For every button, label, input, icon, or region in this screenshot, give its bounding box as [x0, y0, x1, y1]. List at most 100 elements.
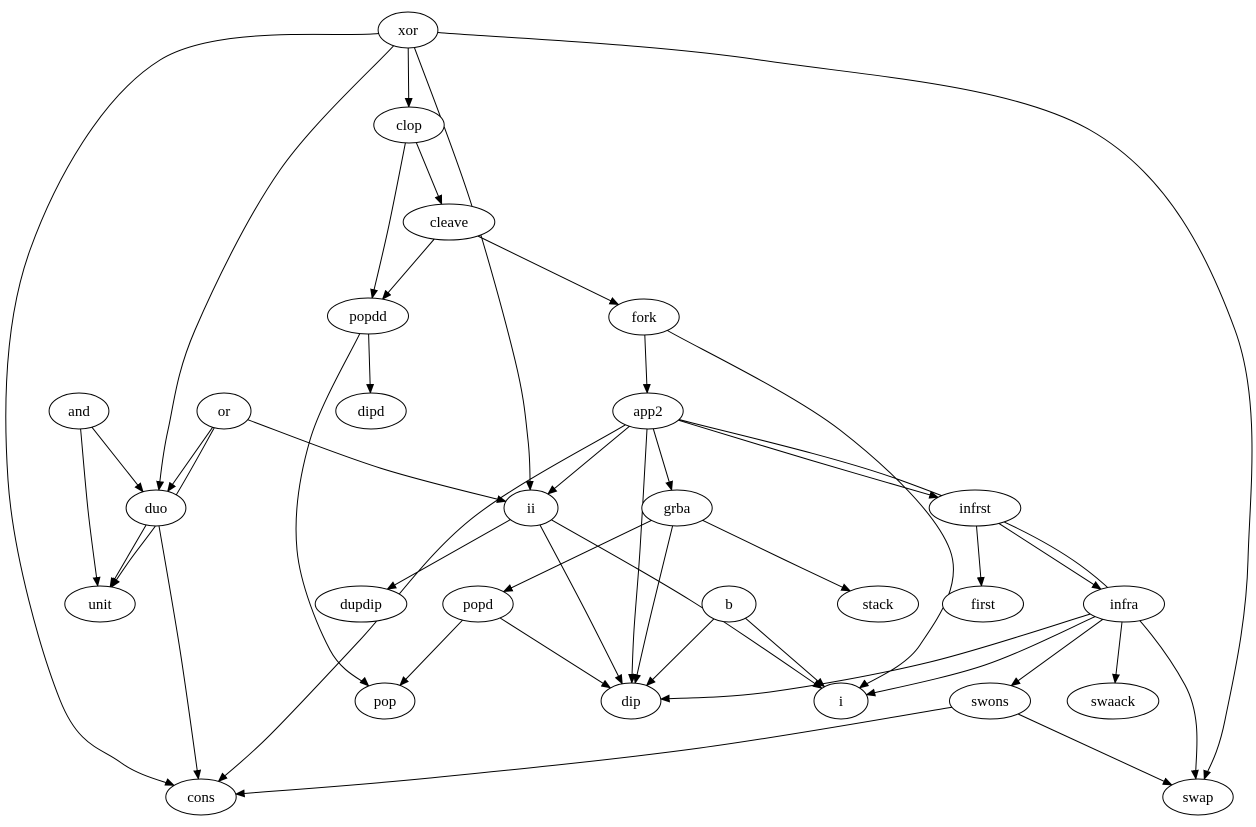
edge-cleave-fork — [477, 235, 620, 306]
node-label-infrst: infrst — [959, 501, 991, 517]
node-first: first — [942, 585, 1024, 623]
edge-ii-i — [551, 519, 823, 689]
node-and: and — [48, 392, 110, 430]
node-label-swons: swons — [971, 694, 1009, 710]
edge-app2-cons — [217, 424, 626, 783]
node-xor: xor — [377, 11, 439, 49]
edge-ii-dip — [539, 524, 623, 685]
edge-xor-clop — [404, 47, 413, 108]
node-ellipse-clop — [373, 106, 445, 144]
node-ellipse-or — [196, 392, 252, 430]
edge-fork-i — [667, 330, 954, 689]
edge-or-duo — [167, 427, 214, 493]
edge-app2-infrst — [678, 419, 940, 499]
node-app2: app2 — [612, 392, 684, 430]
node-ellipse-b — [701, 585, 757, 623]
node-infrst: infrst — [928, 489, 1022, 527]
node-label-cleave: cleave — [430, 215, 469, 231]
node-unit: unit — [64, 585, 136, 623]
node-swap: swap — [1162, 778, 1234, 816]
edge-xor-ii — [413, 47, 534, 491]
node-label-duo: duo — [145, 501, 168, 517]
edge-app2-dip — [628, 428, 648, 684]
node-popdd: popdd — [327, 297, 409, 335]
node-dip: dip — [600, 682, 662, 720]
edge-b-i — [745, 617, 826, 688]
node-label-stack: stack — [863, 597, 894, 613]
node-ellipse-app2 — [612, 392, 684, 430]
edge-and-unit — [80, 428, 101, 587]
node-pop: pop — [354, 682, 416, 720]
edge-clop-popdd — [370, 142, 406, 300]
node-label-ii: ii — [527, 501, 535, 517]
edge-app2-grba — [652, 428, 673, 492]
edge-app2-swap — [678, 419, 1199, 780]
node-cleave: cleave — [402, 203, 496, 241]
edge-grba-popd — [502, 519, 652, 593]
node-label-dip: dip — [621, 694, 640, 710]
node-label-grba: grba — [664, 501, 691, 517]
node-ellipse-swap — [1162, 778, 1234, 816]
edge-b-dip — [645, 618, 715, 687]
node-label-clop: clop — [396, 118, 422, 134]
edge-xor-cons — [5, 33, 379, 786]
node-label-app2: app2 — [633, 404, 662, 420]
node-label-unit: unit — [88, 597, 112, 613]
edge-grba-stack — [702, 519, 852, 592]
edge-ii-dupdip — [386, 519, 511, 590]
node-ellipse-swaack — [1066, 682, 1160, 720]
edge-or-unit — [111, 427, 215, 588]
node-ii: ii — [503, 489, 559, 527]
node-infra: infra — [1083, 585, 1165, 623]
node-ellipse-first — [942, 585, 1024, 623]
node-or: or — [196, 392, 252, 430]
node-label-fork: fork — [632, 310, 657, 326]
edge-duo-unit — [109, 524, 147, 588]
node-i: i — [813, 682, 869, 720]
node-label-swaack: swaack — [1091, 694, 1136, 710]
node-ellipse-duo — [125, 489, 187, 527]
edge-popd-pop — [399, 619, 463, 687]
edge-infra-swaack — [1112, 621, 1123, 684]
edge-cleave-popdd — [381, 238, 435, 300]
node-label-popdd: popdd — [349, 309, 387, 325]
node-duo: duo — [125, 489, 187, 527]
node-ellipse-dupdip — [314, 585, 408, 623]
node-stack: stack — [837, 585, 919, 623]
node-dupdip: dupdip — [314, 585, 408, 623]
node-label-i: i — [839, 694, 843, 710]
node-ellipse-infrst — [928, 489, 1022, 527]
edge-clop-cleave — [415, 142, 443, 206]
edge-swons-cons — [234, 706, 953, 798]
node-ellipse-unit — [64, 585, 136, 623]
node-ellipse-swons — [949, 682, 1031, 720]
edge-infra-dip — [659, 613, 1091, 703]
node-label-dipd: dipd — [358, 404, 385, 420]
node-popd: popd — [442, 585, 514, 623]
edge-layer — [5, 32, 1253, 798]
edge-infrst-first — [976, 525, 985, 587]
node-ellipse-cleave — [402, 203, 496, 241]
node-label-and: and — [68, 404, 90, 420]
edge-popd-dip — [499, 617, 612, 689]
node-cons: cons — [165, 778, 237, 816]
node-ellipse-and — [48, 392, 110, 430]
node-label-b: b — [725, 597, 733, 613]
node-fork: fork — [608, 298, 680, 336]
node-clop: clop — [373, 106, 445, 144]
edge-app2-ii — [547, 425, 630, 495]
edge-infrst-infra — [998, 522, 1102, 590]
edge-xor-duo — [156, 45, 394, 492]
node-label-cons: cons — [187, 790, 215, 806]
node-b: b — [701, 585, 757, 623]
edge-infra-i — [865, 616, 1096, 697]
edge-infra-swons — [1010, 618, 1104, 687]
edge-popdd-pop — [295, 333, 370, 687]
node-ellipse-infra — [1083, 585, 1165, 623]
node-label-or: or — [218, 404, 231, 420]
node-label-pop: pop — [374, 694, 397, 710]
node-label-infra: infra — [1110, 597, 1139, 613]
